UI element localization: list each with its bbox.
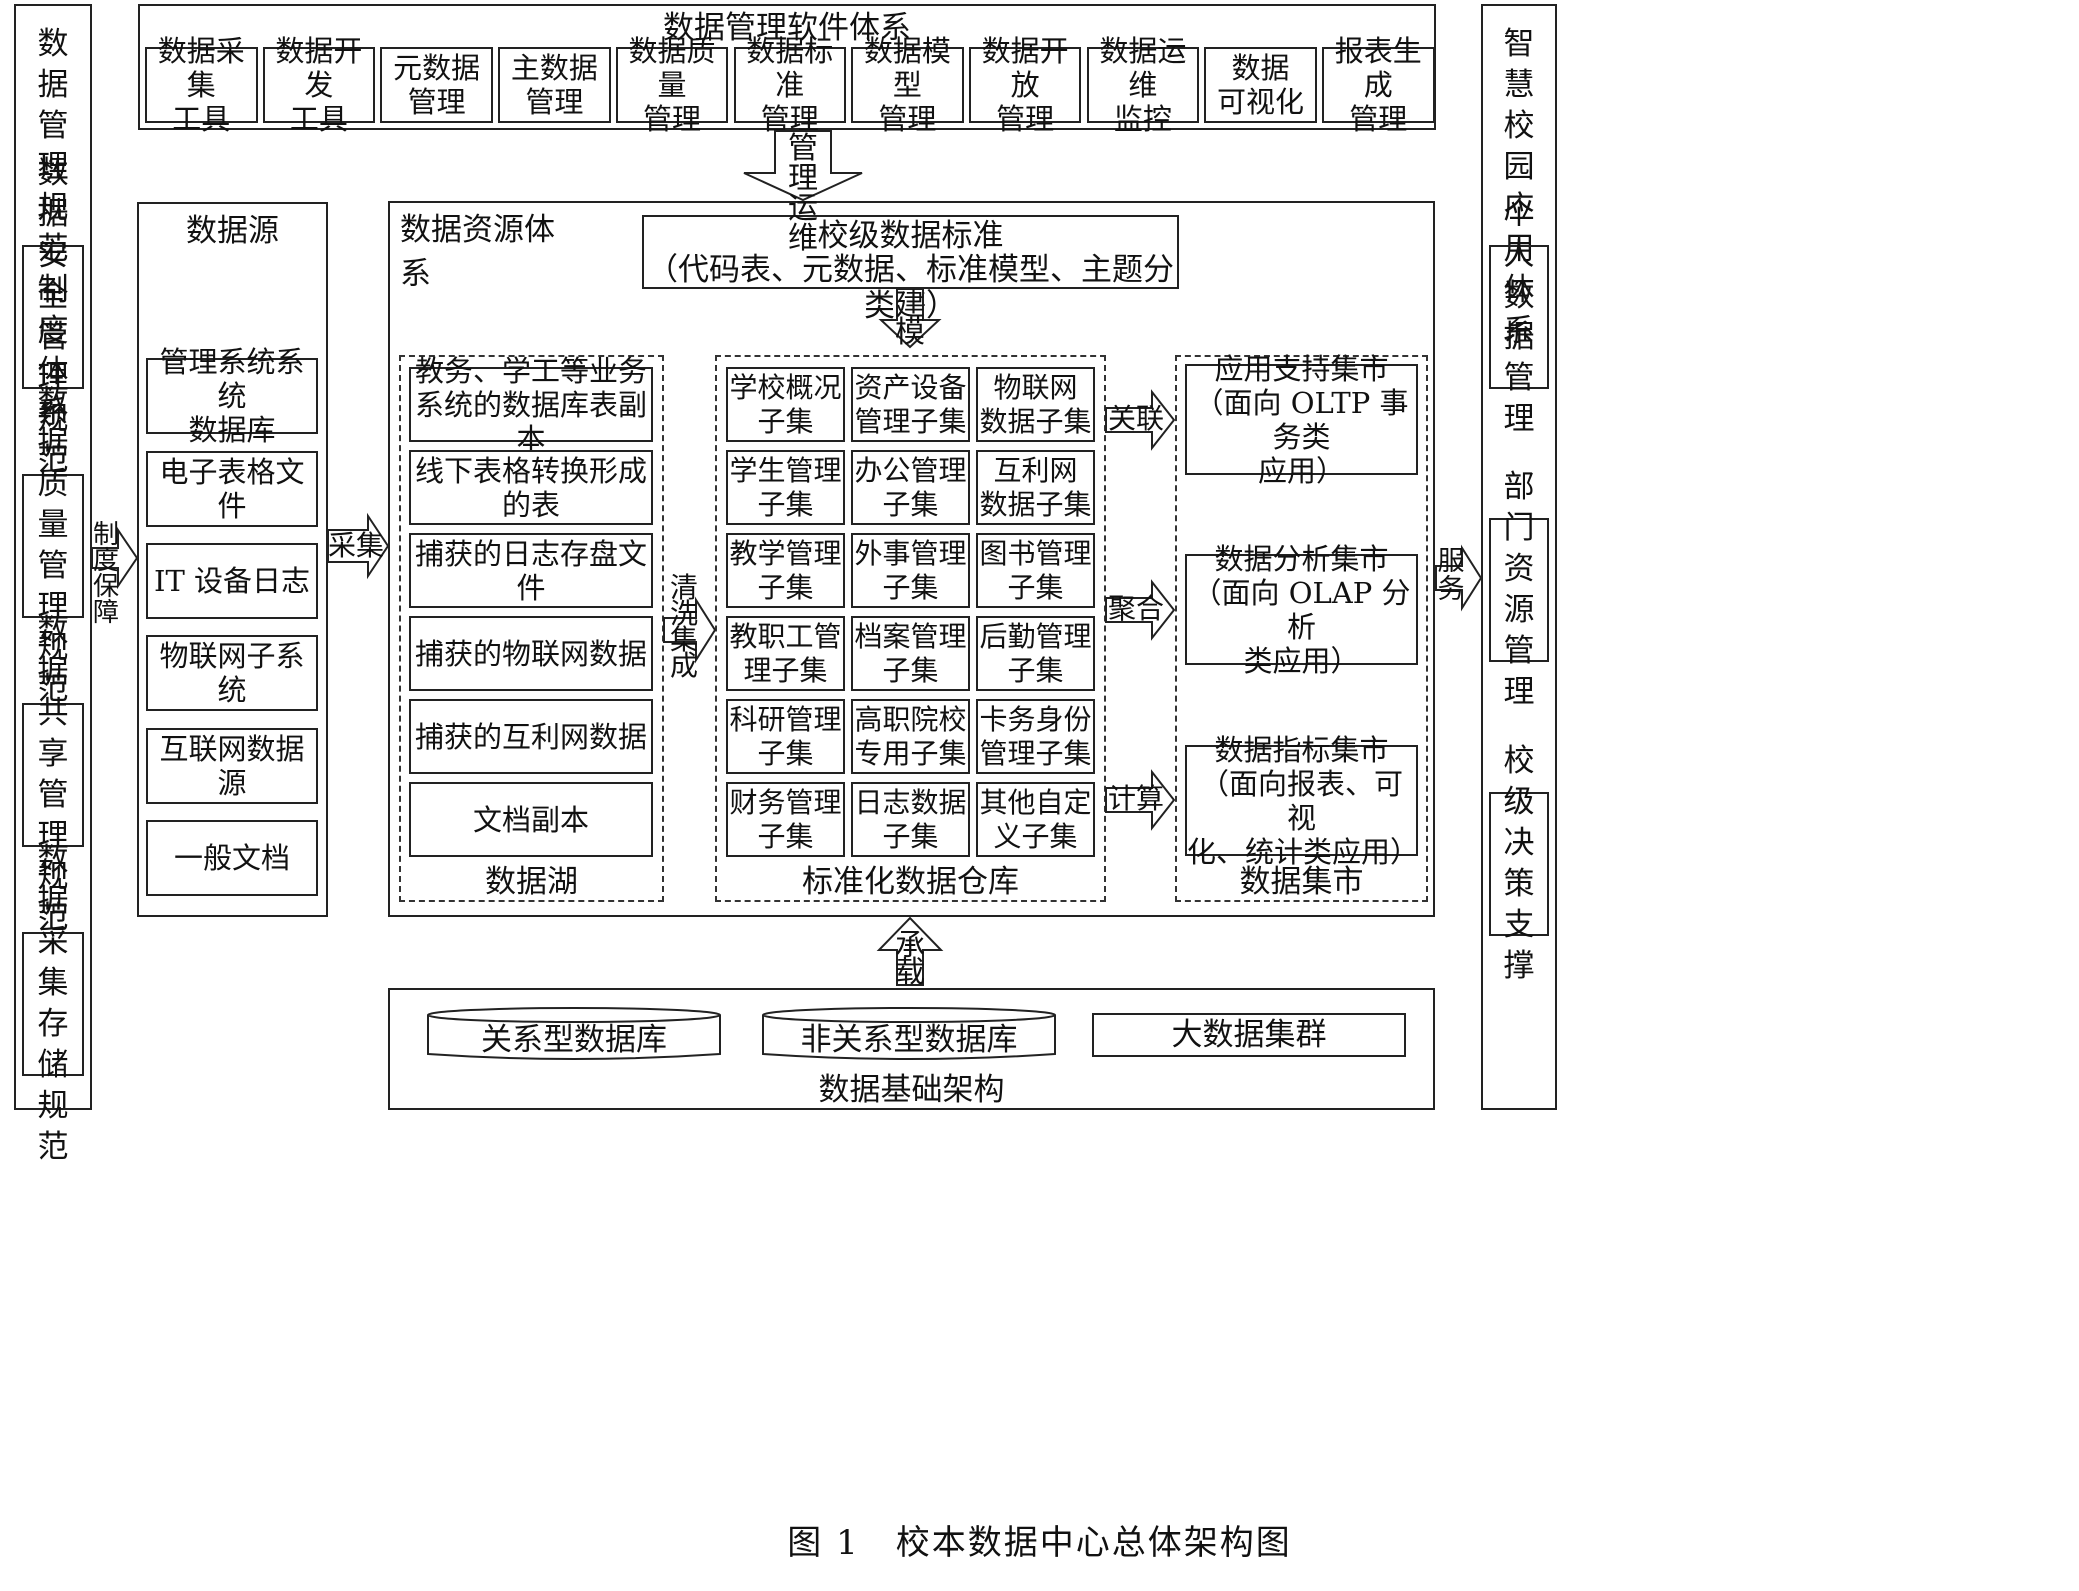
data-marts-label: 数据集市 [1239,864,1364,900]
app-department: 部门资源管理 [1489,469,1549,710]
big-data-cluster: 大数据集群 [1092,1013,1406,1057]
warehouse-subset: 其他自定 义子集 [976,782,1095,857]
warehouse-subset: 日志数据 子集 [851,782,970,857]
warehouse-label: 标准化数据仓库 [802,864,1019,900]
manage-label: 管理运维 [788,131,818,256]
nonrelational-db-label: 非关系型数据库 [800,1022,1018,1058]
standard-warehouse [715,355,1106,902]
norm-sharing: 数据共享管理规范 [22,613,84,936]
mart-olap: 数据分析集市 （面向 OLAP 分析 类应用） [1185,542,1418,678]
warehouse-subset: 卡务身份 管理子集 [976,699,1095,774]
data-lake-item: 文档副本 [409,782,653,857]
data-lake-item: 线下表格转换形成 的表 [409,450,653,525]
institution-arrow [91,526,139,590]
data-source-item: 一般文档 [146,820,318,896]
warehouse-subset: 资产设备 管理子集 [851,367,970,442]
compute-arrow [1105,769,1176,831]
warehouse-subset: 图书管理 子集 [976,533,1095,608]
associate-label: 关联 [1107,402,1164,435]
data-lake-item: 捕获的日志存盘文件 [409,533,653,608]
warehouse-subset: 后勤管理 子集 [976,616,1095,691]
clean-arrow [663,596,717,664]
mart-oltp: 应用支持集市 （面向 OLTP 事务类 应用） [1185,352,1418,488]
relational-db-cylinder [427,1007,721,1060]
app-decision: 校级决策支撑 [1489,743,1549,984]
school-standard [642,215,1179,289]
warehouse-subset: 财务管理 子集 [726,782,845,857]
left-norms-panel [14,4,92,1110]
software-tool: 主数据 管理 [498,47,611,123]
software-tool: 数据标准 管理 [733,34,846,136]
model-arrow [878,288,942,349]
warehouse-subset: 办公管理 子集 [851,450,970,525]
collect-label: 采集 [328,529,385,562]
nonrelational-db-cylinder [762,1007,1056,1060]
right-apps-panel [1481,4,1557,1110]
warehouse-subset: 学生管理 子集 [726,450,845,525]
aggregate-arrow [1105,579,1176,641]
warehouse-subset: 档案管理 子集 [851,616,970,691]
aggregate-label: 聚合 [1107,592,1164,625]
figure-caption: 图 1 校本数据中心总体架构图 [787,1523,1292,1563]
warehouse-subset: 外事管理 子集 [851,533,970,608]
norm-collect-store: 数据采集存储规范 [22,842,84,1165]
warehouse-subset: 教职工管 理子集 [726,616,845,691]
data-source-title: 数据源 [186,213,279,249]
data-source-item: 互联网数据源 [146,728,318,804]
data-source-item: IT 设备日志 [146,543,318,619]
associate-arrow [1105,389,1176,451]
data-lake-item: 捕获的互利网数据 [409,699,653,774]
warehouse-subset: 物联网 数据子集 [976,367,1095,442]
data-lake-item: 捕获的物联网数据 [409,616,653,691]
warehouse-subset: 教学管理 子集 [726,533,845,608]
software-title: 数据管理软件体系 [663,10,911,46]
relational-db-label: 关系型数据库 [481,1022,667,1058]
warehouse-subset: 互利网 数据子集 [976,450,1095,525]
school-standard-title: 校级数据标准 [817,218,1004,254]
norm-security: 数据安全管理规范 [22,155,84,478]
compute-label: 计算 [1107,782,1164,815]
infrastructure-label: 数据基础架构 [818,1072,1005,1108]
carry-label: 承载 [895,928,925,990]
manage-arrow [743,130,863,202]
warehouse-subset: 科研管理 子集 [726,699,845,774]
warehouse-subset: 学校概况 子集 [726,367,845,442]
data-lake-item: 教务、学工等业务 系统的数据库表副本 [409,354,653,456]
warehouse-subset: 高职院校 专用子集 [851,699,970,774]
data-marts [1175,355,1428,902]
data-lake-label: 数据湖 [485,864,578,900]
institution-label: 制度保障 [92,520,119,628]
carry-arrow [876,916,944,986]
model-label: 建模 [895,288,925,350]
norm-quality: 数据质量管理规范 [22,384,84,707]
resource-title: 数据资源体系 [400,212,555,292]
data-source-item: 物联网子系统 [146,635,318,711]
software-tool: 元数据 管理 [380,47,493,123]
serve-label: 服务 [1437,546,1465,605]
left-title: 数据管理规范制度体系 [37,26,69,431]
data-source-item: 电子表格文件 [146,451,318,527]
app-personal: 个人数据管理 [1489,196,1549,437]
software-tool: 数据模型 管理 [851,34,964,136]
clean-label: 清洗集成 [669,571,698,682]
right-title: 智慧校园应用体系 [1503,26,1535,349]
serve-arrow [1435,544,1483,612]
software-tool: 数据 可视化 [1204,47,1317,123]
mart-indicators: 数据指标集市 （面向报表、可视 化、统计类应用） [1185,732,1420,869]
collect-arrow [327,512,390,580]
